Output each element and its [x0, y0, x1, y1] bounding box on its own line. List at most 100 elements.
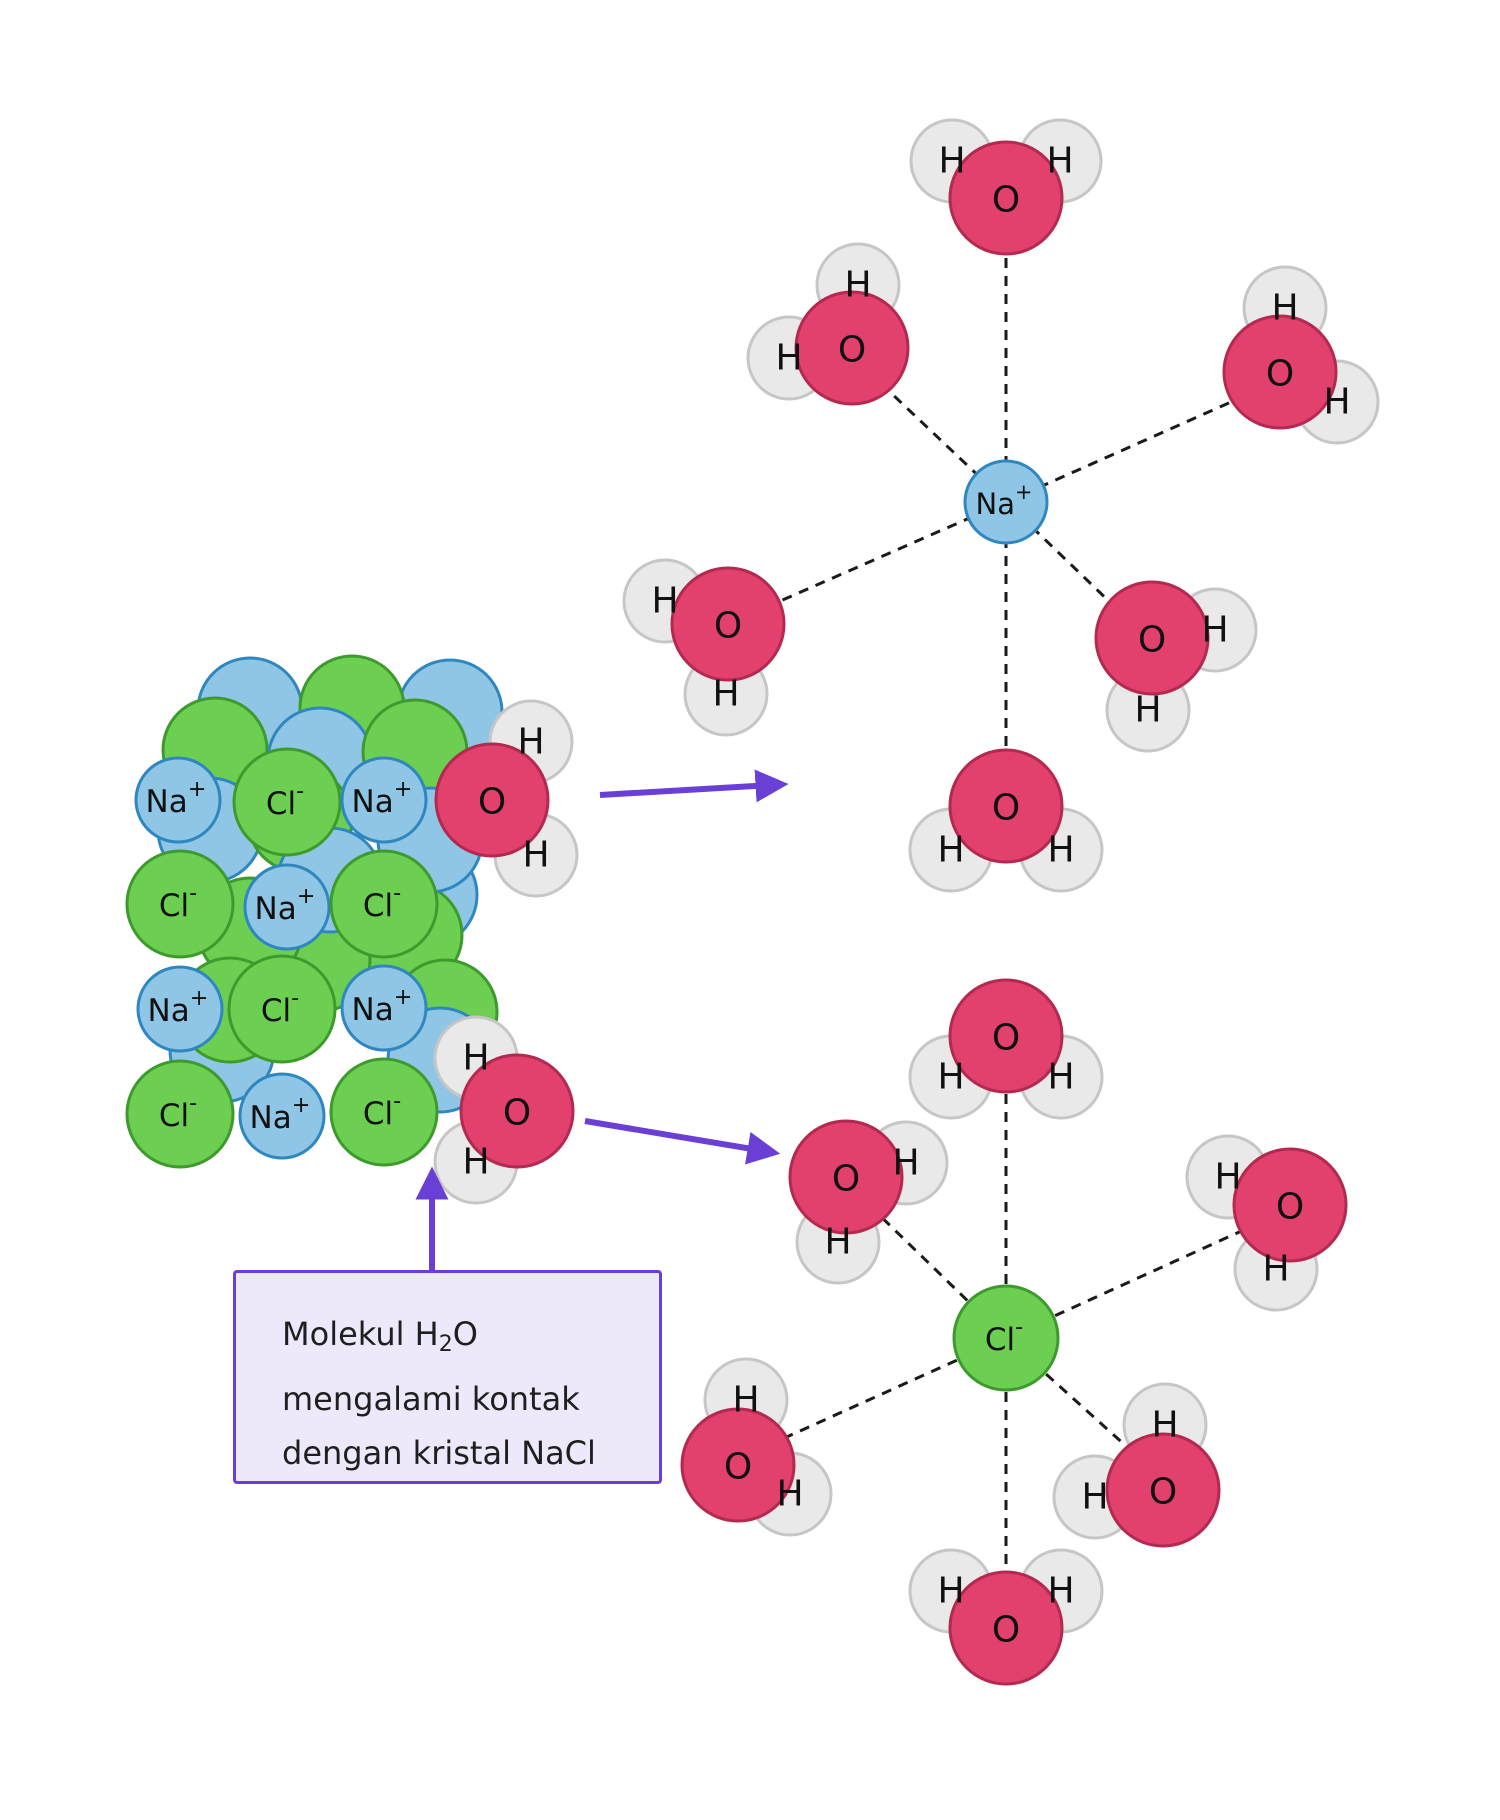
oxygen-label: O	[1138, 620, 1166, 661]
oxygen-label: O	[1266, 354, 1294, 395]
caption-subscript: 2	[438, 1332, 453, 1357]
hydrogen-label: H	[1323, 382, 1350, 423]
sodium-ion: Na+	[243, 863, 331, 951]
charge-sign: +	[292, 1092, 311, 1118]
oxygen-label: O	[1276, 1187, 1304, 1228]
oxygen-label: O	[992, 1610, 1020, 1651]
chloride-ion: Cl-	[125, 1059, 235, 1169]
charge-sign: +	[394, 776, 413, 802]
chloride-ion: Cl-	[125, 849, 235, 959]
caption-line-3: dengan kristal NaCl	[282, 1434, 596, 1472]
caption-line-1: Molekul H2O	[282, 1307, 652, 1372]
sodium-ion: Na+	[963, 459, 1049, 545]
water-molecule: H HO	[908, 1548, 1104, 1686]
oxygen-atom	[680, 1407, 796, 1523]
water-molecule: HHO	[680, 1357, 833, 1537]
hydrogen-label: H	[522, 835, 549, 876]
chloride-atom	[952, 1284, 1060, 1392]
sodium-ion: Na+	[134, 756, 222, 844]
chloride-atom	[227, 954, 337, 1064]
hydration-bond	[1005, 396, 1241, 504]
oxygen-label: O	[992, 1018, 1020, 1059]
sodium-atom	[238, 1072, 326, 1160]
oxygen-atom	[948, 748, 1064, 864]
charge-sign: -	[1015, 1314, 1023, 1340]
water-molecule: HHO	[434, 699, 579, 898]
hydrogen-label: H	[937, 1571, 964, 1612]
hydrogen-label: H	[1262, 1249, 1289, 1290]
chloride-ion: Cl-	[329, 1057, 439, 1167]
hydrogen-label: H	[844, 265, 871, 306]
sodium-atom	[340, 964, 428, 1052]
sodium-ion: Na+	[340, 964, 428, 1052]
chloride-ion: Cl-	[232, 747, 342, 857]
hydrogen-label: H	[824, 1222, 851, 1263]
charge-sign: +	[190, 985, 209, 1011]
hydrogen-label: H	[1081, 1477, 1108, 1518]
chloride-atom	[125, 849, 235, 959]
hydrogen-label: H	[1047, 1057, 1074, 1098]
chloride-ion: Cl-	[329, 849, 439, 959]
oxygen-atom	[670, 566, 786, 682]
oxygen-label: O	[992, 788, 1020, 829]
oxygen-atom	[434, 742, 550, 858]
hydrogen-label: H	[1151, 1405, 1178, 1446]
chloride-ion: Cl-	[227, 954, 337, 1064]
hydrogen-label: H	[937, 830, 964, 871]
oxygen-label: O	[832, 1159, 860, 1200]
oxygen-atom	[948, 978, 1064, 1094]
charge-sign: -	[189, 1090, 197, 1116]
oxygen-atom	[459, 1053, 575, 1169]
charge-sign: +	[1015, 480, 1033, 504]
oxygen-label: O	[724, 1447, 752, 1488]
hydrogen-label: H	[1271, 288, 1298, 329]
oxygen-atom	[948, 1570, 1064, 1686]
sodium-label: Na+	[250, 1092, 311, 1136]
water-molecule: H HO	[908, 978, 1104, 1120]
charge-sign: +	[297, 883, 316, 909]
caption-box: Molekul H2O mengalami kontak dengan kris…	[233, 1270, 662, 1484]
hydrogen-label: H	[1046, 141, 1073, 182]
oxygen-atom	[1094, 580, 1210, 696]
hydrogen-label: H	[1214, 1157, 1241, 1198]
charge-sign: +	[394, 984, 413, 1010]
chloride-atom	[232, 747, 342, 857]
hydrogen-label: H	[517, 722, 544, 763]
caption-line-2: mengalami kontak	[282, 1380, 580, 1418]
oxygen-label: O	[714, 606, 742, 647]
nacl-crystal: Na+Cl-Na+Cl-Na+Cl-Na+Cl-Na+Cl-Na+Cl-	[125, 654, 504, 1169]
oxygen-atom	[788, 1119, 904, 1235]
hydrogen-label: H	[892, 1143, 919, 1184]
sodium-ion: Na+	[340, 756, 428, 844]
oxygen-label: O	[503, 1093, 531, 1134]
caption-line-1-suffix: O	[452, 1315, 478, 1353]
oxygen-atom	[948, 140, 1064, 256]
arrow-to-sodium	[599, 769, 789, 803]
charge-sign: -	[393, 1088, 401, 1114]
hydrogen-label: H	[462, 1142, 489, 1183]
sodium-atom	[340, 756, 428, 844]
arrow-to-chloride	[584, 1118, 781, 1165]
water-molecule: HHO	[788, 1119, 949, 1285]
oxygen-atom	[1232, 1147, 1348, 1263]
caption-line-1-prefix: Molekul H	[282, 1315, 439, 1353]
sodium-atom	[963, 459, 1049, 545]
oxygen-atom	[1105, 1432, 1221, 1548]
hydrogen-label: H	[732, 1380, 759, 1421]
oxygen-label: O	[838, 330, 866, 371]
process-arrows	[415, 769, 789, 1271]
charge-sign: -	[296, 778, 304, 804]
oxygen-label: O	[1149, 1472, 1177, 1513]
hydrogen-label: H	[937, 1057, 964, 1098]
hydrogen-label: H	[1047, 1571, 1074, 1612]
sodium-ion: Na+	[238, 1072, 326, 1160]
sodium-atom	[136, 965, 224, 1053]
water-molecule: H HO	[1222, 265, 1380, 445]
oxygen-atom	[1222, 314, 1338, 430]
hydrogen-label: H	[712, 674, 739, 715]
hydration-bond	[870, 1206, 1008, 1340]
